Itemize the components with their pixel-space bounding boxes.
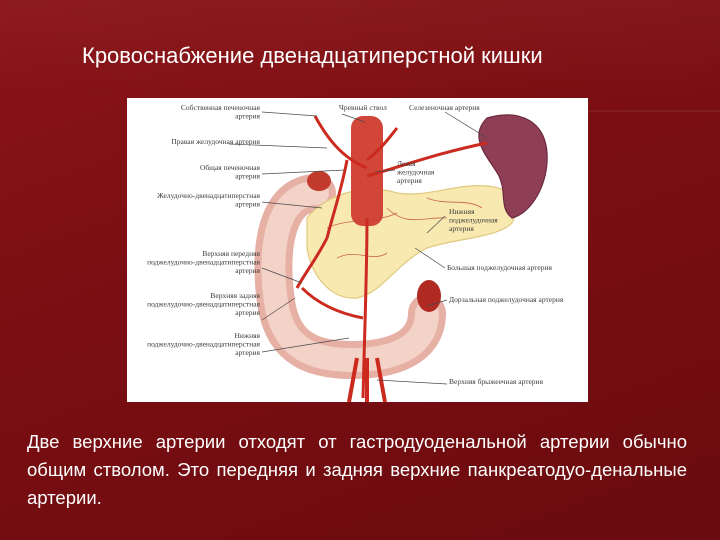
label-left-2-line-0: Общая печеночная [200, 163, 261, 172]
label-right-4-line-0: Дорзальная поджелудочная артерия [449, 295, 564, 304]
aorta [351, 116, 383, 226]
label-right-2-line-1: поджелудочная [449, 216, 498, 225]
label-top-0-line-0: Чревный ствол [339, 103, 387, 112]
label-left-6-line-0: Нижняя [234, 331, 260, 340]
label-left-0-line-1: артерия [235, 112, 260, 121]
label-right-3-line-0: Большая поджелудочная артерия [447, 263, 553, 272]
header-band [0, 0, 720, 100]
label-left-4-line-0: Верхняя передняя [202, 249, 260, 258]
slide-title: Кровоснабжение двенадцатиперстной кишки [82, 43, 543, 68]
label-left-6-line-2: артерия [235, 348, 260, 357]
arteries [295, 115, 488, 399]
label-right-5-line-0: Верхняя брыжеечная артерия [449, 377, 544, 386]
label-right-0-line-0: Селезеночная артерия [409, 103, 480, 112]
label-left-2-line-1: артерия [235, 172, 260, 181]
label-right-1-line-0: Левая [397, 159, 416, 168]
slide-caption: Две верхние артерии отходят от гастродуо… [27, 431, 687, 508]
label-left-3-line-1: артерия [235, 200, 260, 209]
label-right-1-line-2: артерия [397, 176, 422, 185]
label-left-6-line-1: поджелудочно-двенадцатиперстная [147, 340, 260, 349]
leader-lines [228, 111, 488, 385]
label-right-2-line-2: артерия [449, 224, 474, 233]
label-left-3-line-0: Желудочно-двенадцатиперстная [157, 191, 260, 200]
label-left-5-line-1: поджелудочно-двенадцатиперстная [147, 300, 260, 309]
label-left-1-line-0: Правая желудочная артерия [171, 137, 260, 146]
duodenum-opening [417, 280, 441, 312]
label-left-5-line-2: артерия [235, 308, 260, 317]
labels-right: Селезеночная артерияЛеваяжелудочнаяартер… [396, 103, 564, 386]
label-left-5-line-0: Верхняя задняя [210, 291, 260, 300]
label-left-4-line-1: поджелудочно-двенадцатиперстная [147, 258, 260, 267]
label-top: Чревный ствол [339, 103, 387, 112]
label-right-1-line-1: желудочная [396, 168, 435, 177]
spleen [478, 114, 548, 219]
label-right-2-line-0: Нижняя [449, 207, 475, 216]
decorative-wave [480, 110, 720, 182]
label-left-0-line-0: Собственная печеночная [181, 103, 261, 112]
small-vessels [326, 197, 483, 259]
label-left-4-line-2: артерия [235, 266, 260, 275]
